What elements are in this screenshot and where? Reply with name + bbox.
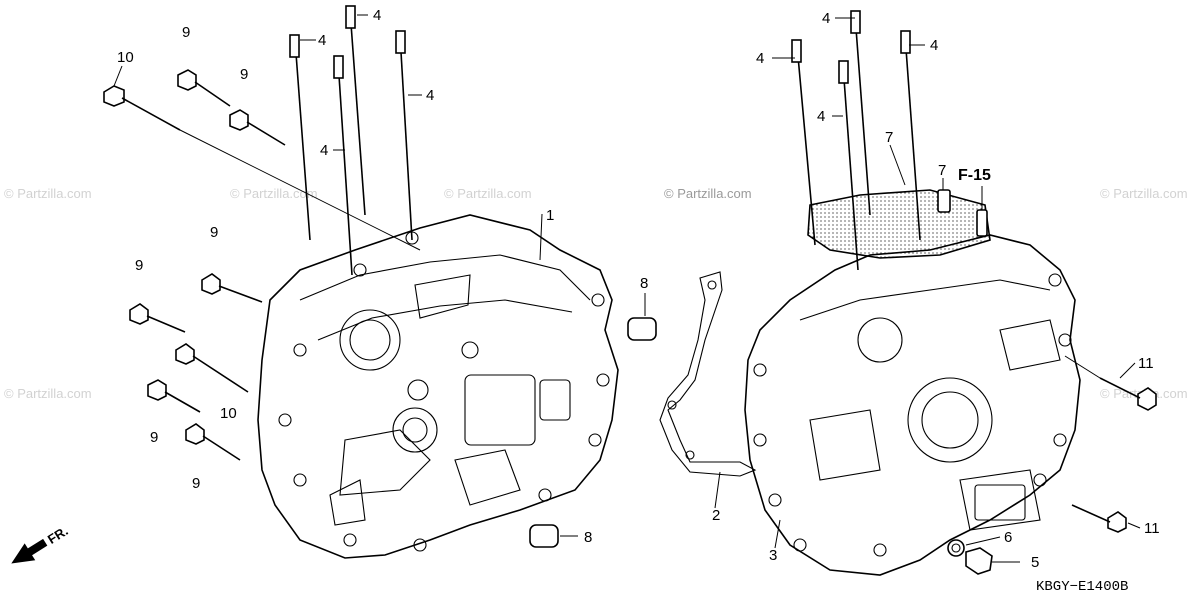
front-direction-arrow: FR. (11, 523, 71, 564)
callout-8-a: 8 (640, 275, 648, 292)
callout-10-b: 10 (220, 405, 237, 422)
watermark-mid: © Partzilla.com (444, 186, 532, 201)
section-reference: F-15 (958, 167, 991, 184)
callout-9-e: 9 (150, 429, 158, 446)
stud-bolts-left (289, 5, 413, 276)
left-crankcase (257, 214, 619, 559)
callout-9-a: 9 (182, 24, 190, 41)
callout-6: 6 (1004, 529, 1012, 546)
callout-3: 3 (769, 547, 777, 564)
leader-lines (113, 14, 1141, 563)
callout-4-c: 4 (426, 87, 434, 104)
gasket (659, 271, 757, 477)
callout-4-h: 4 (817, 108, 825, 125)
callout-5: 5 (1031, 554, 1039, 571)
callout-11-a: 11 (1138, 355, 1154, 372)
callout-10-a: 10 (117, 49, 134, 66)
drawing-code: KBGY−E1400B (1036, 579, 1128, 595)
callout-4-b: 4 (318, 32, 326, 49)
callout-4-g: 4 (930, 37, 938, 54)
watermark-center: © Partzilla.com (664, 186, 752, 201)
callout-2: 2 (712, 507, 720, 524)
callout-4-a: 4 (373, 7, 381, 24)
watermark-right: © Partzilla.com (1100, 186, 1188, 201)
arrow-icon (11, 538, 48, 564)
callout-7-b: 7 (938, 162, 946, 179)
stud-bolts-right (791, 10, 921, 271)
callout-9-d: 9 (135, 257, 143, 274)
watermark-left: © Partzilla.com (4, 186, 92, 201)
callout-numbers: 1 2 3 4 4 4 4 4 4 4 4 5 6 7 7 8 8 9 9 9 … (117, 7, 1160, 571)
watermark-left-low: © Partzilla.com (4, 386, 92, 401)
callout-4-f: 4 (756, 50, 764, 67)
callout-1: 1 (546, 207, 554, 224)
right-crankcase (744, 189, 1081, 576)
callout-7-a: 7 (885, 129, 893, 146)
callout-9-f: 9 (192, 475, 200, 492)
callout-4-e: 4 (822, 10, 830, 27)
callout-8-b: 8 (584, 529, 592, 546)
callout-9-c: 9 (210, 224, 218, 241)
direction-label: FR. (45, 523, 71, 547)
callout-9-b: 9 (240, 66, 248, 83)
callout-11-b: 11 (1144, 520, 1160, 537)
callout-4-d: 4 (320, 142, 328, 159)
bolts (103, 69, 1157, 575)
watermark-left-2: © Partzilla.com (230, 186, 318, 201)
